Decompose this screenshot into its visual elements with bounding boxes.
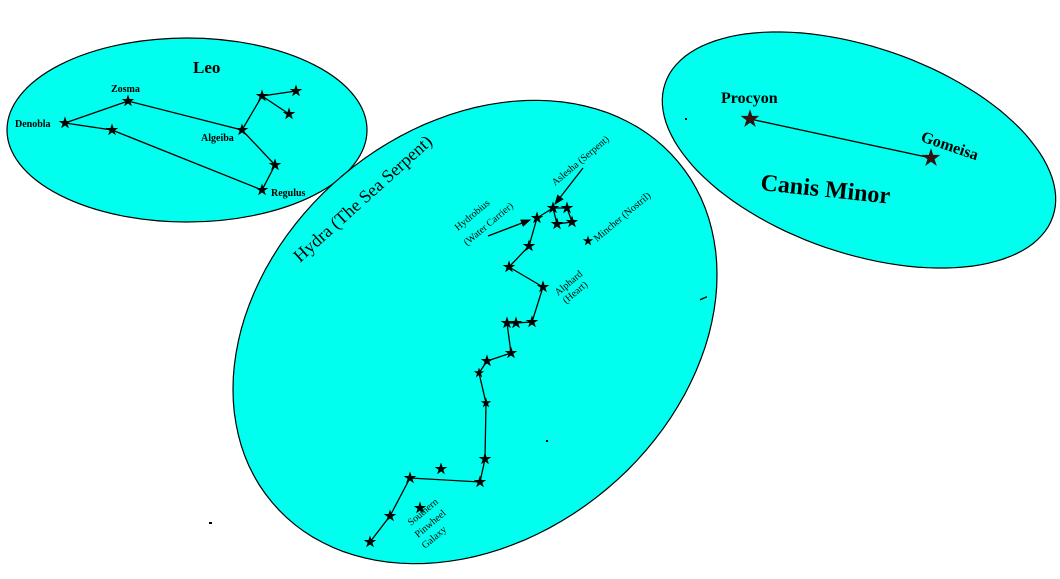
star-icon	[536, 280, 550, 293]
star-icon	[383, 509, 397, 522]
star-icon	[413, 501, 427, 514]
canis-minor-region	[661, 31, 1057, 269]
star-icon	[502, 260, 516, 273]
star-icon	[403, 471, 417, 484]
star-icon	[268, 158, 282, 171]
star-icon	[546, 201, 560, 214]
star-icon	[105, 123, 119, 136]
hydra-region	[232, 99, 718, 565]
aslesha-arrow	[554, 167, 584, 206]
star-icon	[473, 367, 485, 378]
leo-title: Leo	[193, 58, 220, 77]
stars	[58, 84, 941, 548]
star-icon	[582, 235, 594, 246]
star-icon	[565, 215, 579, 228]
star-icon	[921, 148, 941, 166]
star-icon	[509, 316, 523, 329]
star-icon	[473, 475, 487, 488]
star-icon	[255, 183, 269, 196]
star-icon	[522, 239, 536, 252]
star-icon	[255, 89, 269, 102]
star-label-procyon: Procyon	[721, 90, 778, 107]
star-icon	[289, 84, 303, 97]
star-icon	[504, 346, 518, 359]
star-icon	[560, 201, 574, 214]
star-icon	[478, 452, 492, 465]
star-label-algeiba: Algeiba	[201, 133, 234, 144]
star-icon	[480, 397, 492, 408]
star-icon	[363, 535, 377, 548]
star-icon	[282, 107, 296, 120]
leo-line	[261, 95, 290, 115]
star-icon	[500, 316, 514, 329]
star-icon	[235, 123, 249, 136]
star-icon	[480, 354, 494, 367]
star-icon	[550, 217, 564, 230]
procyon-gomeisa-line	[749, 118, 932, 159]
star-icon	[740, 109, 760, 127]
star-icon	[121, 94, 135, 107]
star-label-denobla: Denobla	[15, 119, 51, 130]
star-icon	[58, 116, 72, 129]
stray-marks	[209, 118, 707, 524]
star-label-zosma: Zosma	[111, 84, 140, 95]
star-label-regulus: Regulus	[271, 188, 306, 199]
hydrobius-arrow	[487, 219, 532, 237]
star-icon	[525, 315, 539, 328]
star-icon	[434, 462, 448, 475]
star-icon	[530, 211, 544, 224]
leo-region	[6, 37, 368, 223]
